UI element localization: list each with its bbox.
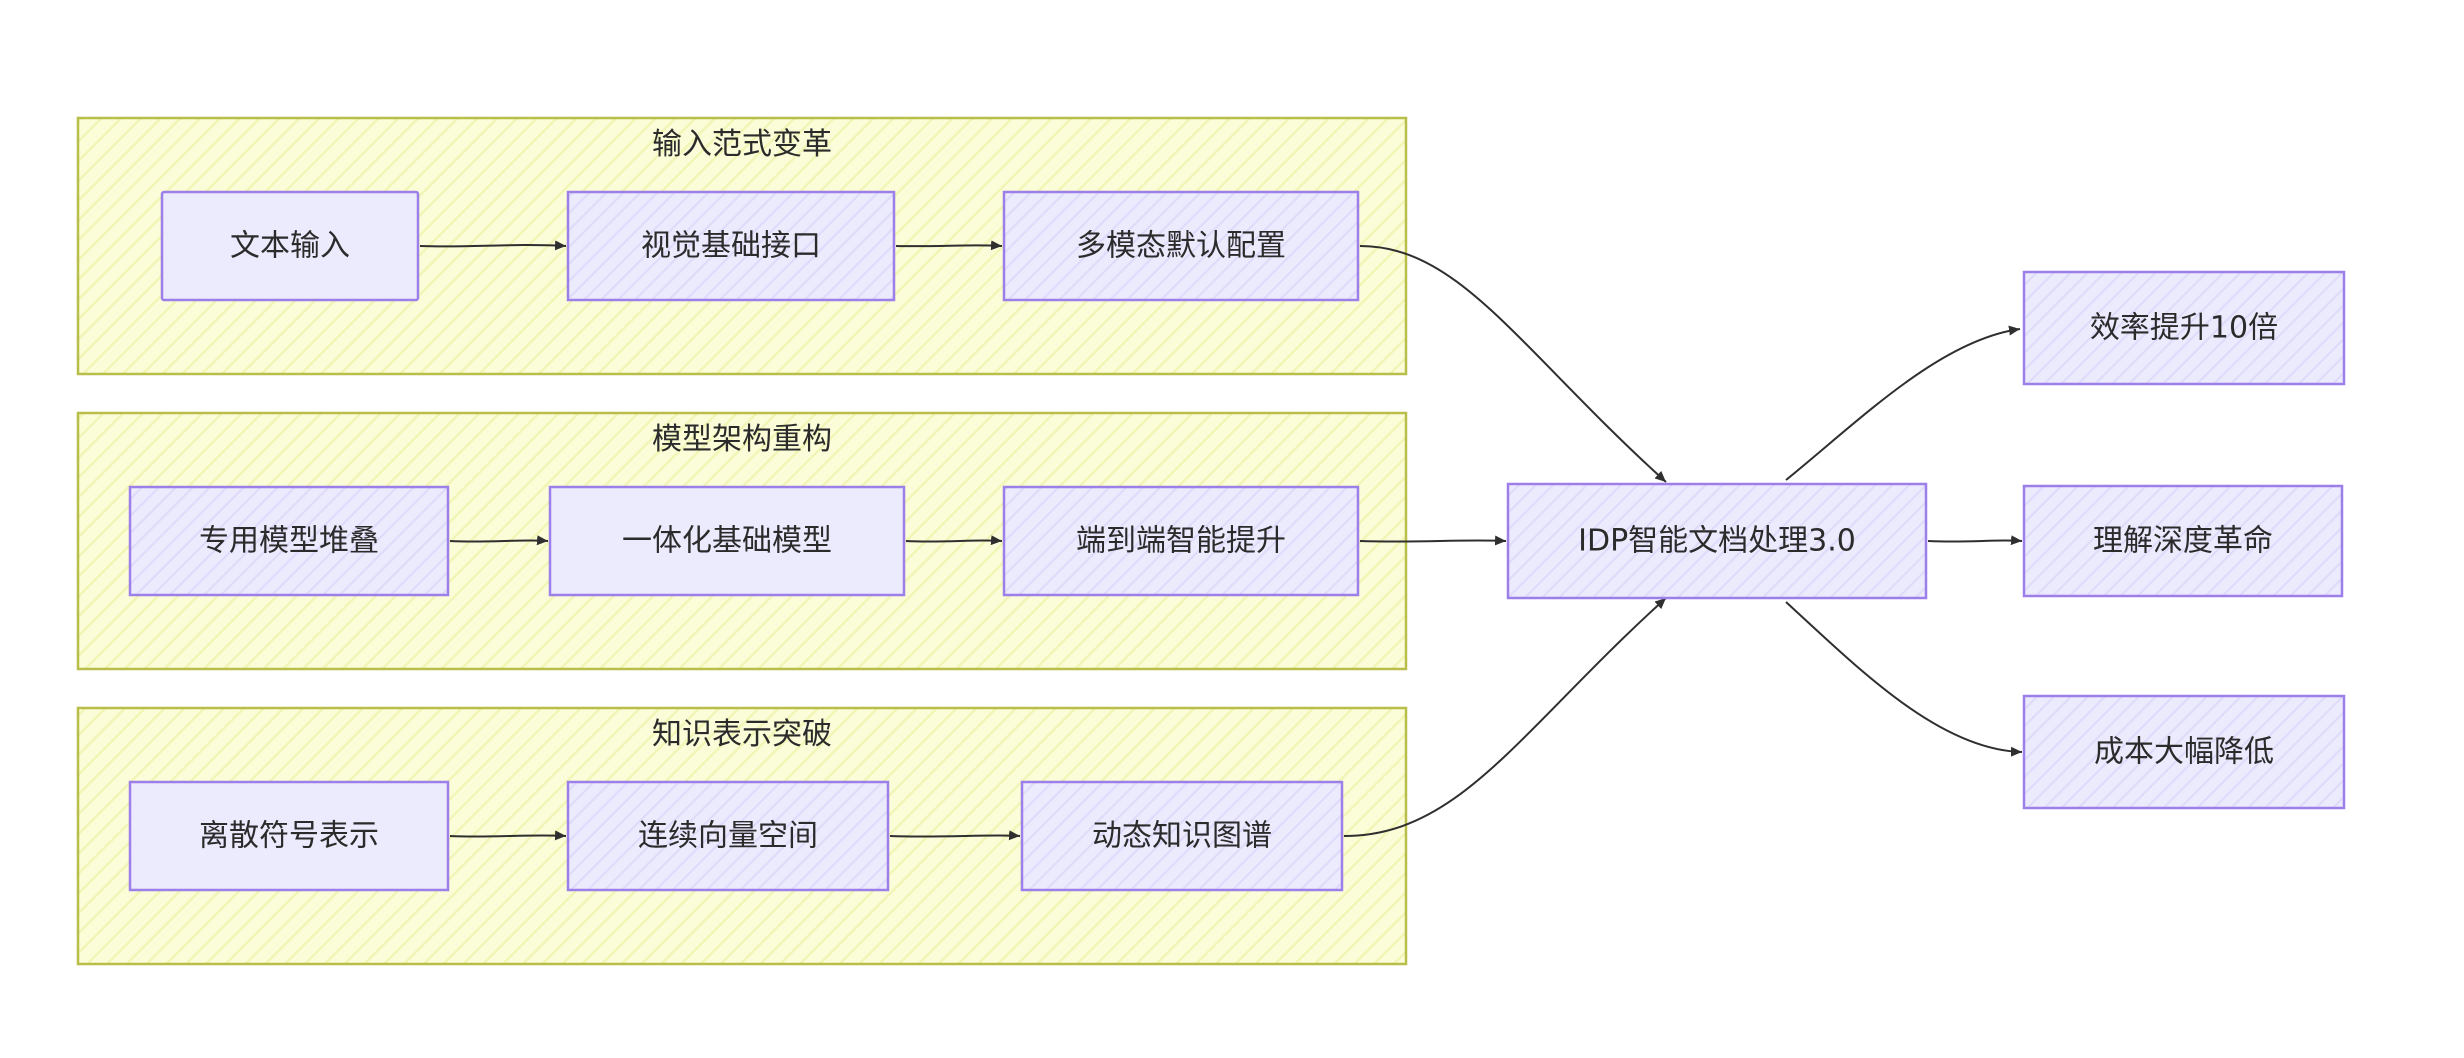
node-efficiency: 效率提升10倍 bbox=[2022, 270, 2346, 386]
edge-continuous-to-dynamic bbox=[889, 830, 1021, 841]
node-continuous-vector-label: 连续向量空间 bbox=[638, 819, 818, 854]
node-e2e-intelligence-label: 端到端智能提升 bbox=[1076, 524, 1286, 559]
node-efficiency-label: 效率提升10倍 bbox=[2090, 311, 2278, 346]
node-cost: 成本大幅降低 bbox=[2022, 694, 2346, 810]
edge-idp-to-efficiency bbox=[1785, 325, 2021, 481]
node-text-input-label: 文本输入 bbox=[230, 229, 350, 264]
edge-discrete-to-continuous bbox=[449, 830, 567, 841]
node-dynamic-kg-label: 动态知识图谱 bbox=[1092, 819, 1272, 854]
edge-text-input-to-visual-interface bbox=[419, 240, 567, 251]
group-knowledge-title: 知识表示突破 bbox=[652, 717, 832, 752]
node-visual-interface-label: 视觉基础接口 bbox=[641, 229, 821, 264]
node-unified-foundation-label: 一体化基础模型 bbox=[622, 524, 832, 559]
edge-unified-to-e2e bbox=[905, 535, 1003, 546]
node-cost-label: 成本大幅降低 bbox=[2094, 735, 2274, 770]
group-input-title: 输入范式变革 bbox=[652, 127, 832, 162]
node-idp-label: IDP智能文档处理3.0 bbox=[1578, 524, 1856, 559]
node-dynamic-kg: 动态知识图谱 bbox=[1020, 780, 1344, 892]
edge-visual-interface-to-multimodal bbox=[895, 240, 1003, 251]
node-unified-foundation: 一体化基础模型 bbox=[548, 485, 906, 597]
node-multimodal-default-label: 多模态默认配置 bbox=[1076, 229, 1286, 264]
node-discrete-symbols-label: 离散符号表示 bbox=[199, 819, 379, 854]
node-text-input: 文本输入 bbox=[160, 190, 420, 302]
edge-specialized-to-unified bbox=[449, 535, 549, 546]
node-understanding: 理解深度革命 bbox=[2022, 484, 2344, 598]
node-discrete-symbols: 离散符号表示 bbox=[128, 780, 450, 892]
edge-idp-to-understanding bbox=[1927, 535, 2023, 546]
edges bbox=[419, 240, 2023, 841]
group-model-title: 模型架构重构 bbox=[652, 422, 832, 457]
edge-dynamic-to-idp bbox=[1343, 597, 1667, 837]
node-idp: IDP智能文档处理3.0 bbox=[1506, 482, 1928, 600]
node-e2e-intelligence: 端到端智能提升 bbox=[1002, 485, 1360, 597]
edge-e2e-to-idp bbox=[1359, 535, 1507, 546]
node-multimodal-default: 多模态默认配置 bbox=[1002, 190, 1360, 302]
node-specialized-stack-label: 专用模型堆叠 bbox=[199, 524, 379, 559]
edge-idp-to-cost bbox=[1785, 601, 2023, 757]
node-understanding-label: 理解深度革命 bbox=[2093, 524, 2273, 559]
node-visual-interface: 视觉基础接口 bbox=[566, 190, 896, 302]
node-continuous-vector: 连续向量空间 bbox=[566, 780, 890, 892]
node-specialized-stack: 专用模型堆叠 bbox=[128, 485, 450, 597]
edge-multimodal-to-idp bbox=[1359, 245, 1667, 483]
